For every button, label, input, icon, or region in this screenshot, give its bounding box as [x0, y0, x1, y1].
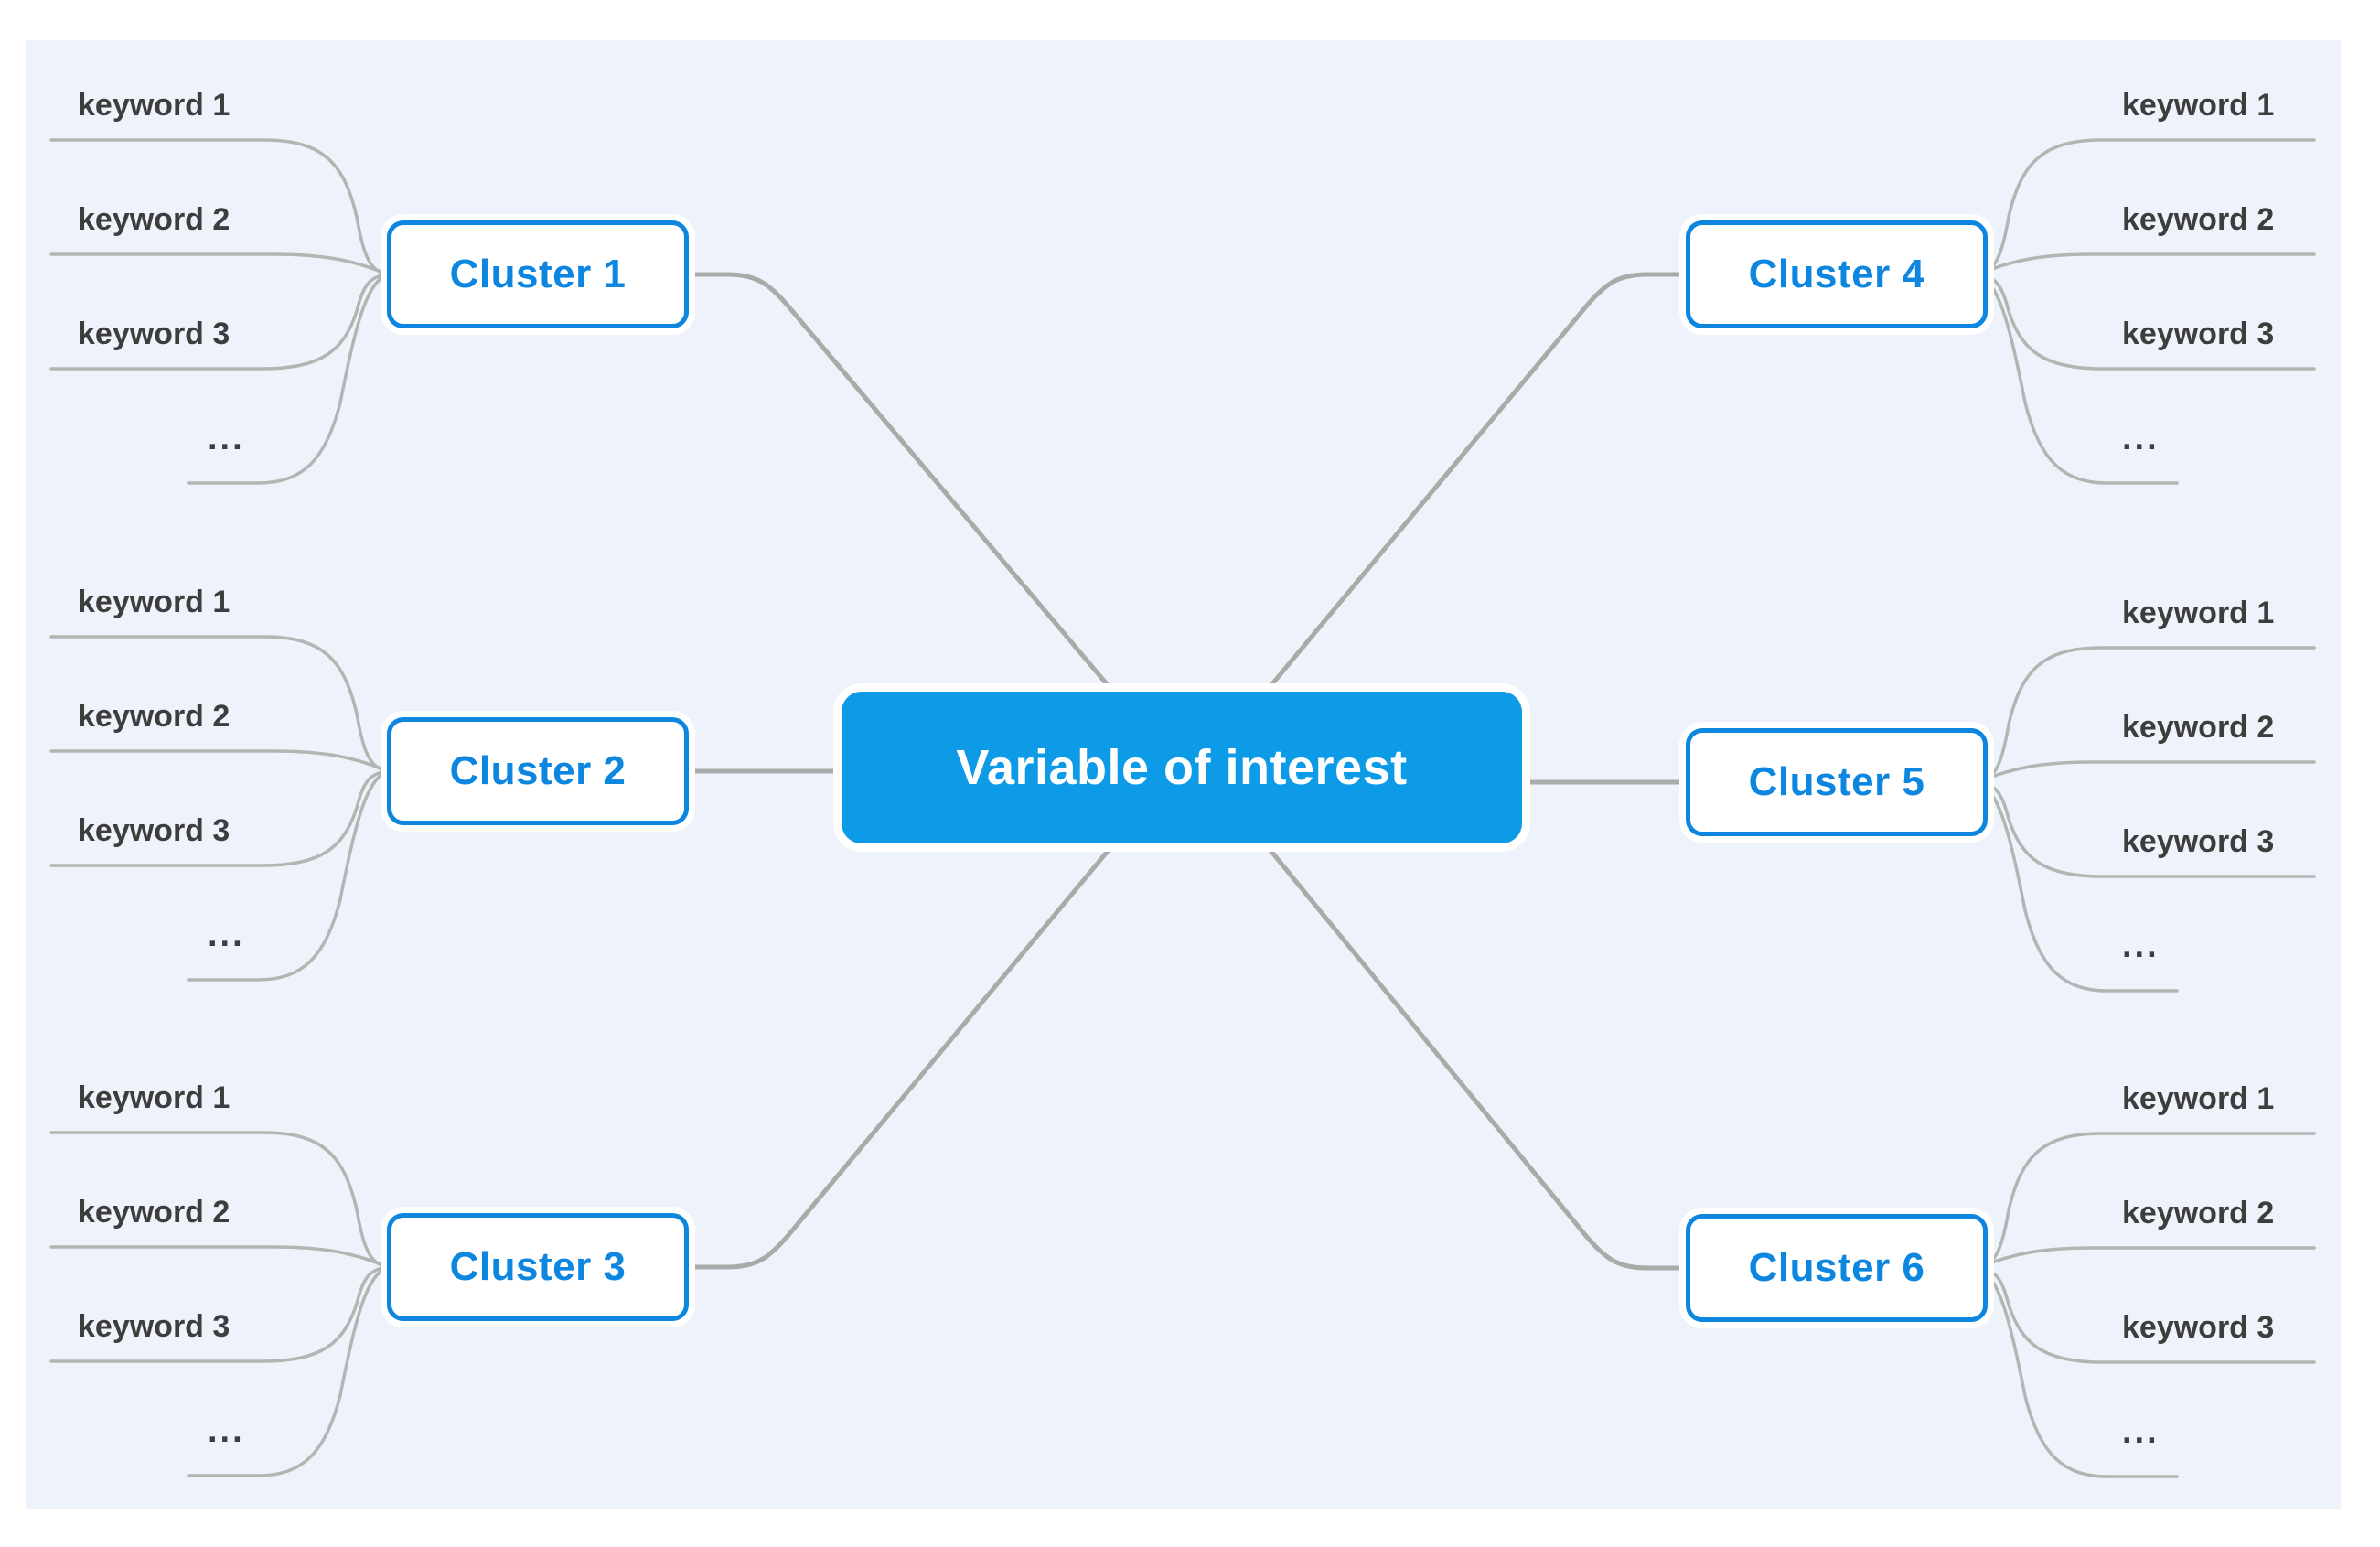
- cluster-label: Cluster 3: [449, 1244, 627, 1289]
- keyword-label: keyword 2: [78, 699, 230, 734]
- connector-keyword-line: [1976, 760, 2316, 784]
- keyword-connectors-cluster2: [49, 635, 390, 982]
- keyword-label: keyword 2: [2122, 202, 2275, 237]
- connector-keyword-line: [1976, 1266, 2316, 1364]
- keyword-label: keyword 1: [78, 1080, 230, 1115]
- connector-center-cluster1: [686, 272, 1185, 776]
- keyword-connectors-cluster6: [1976, 1132, 2316, 1478]
- cluster-label: Cluster 1: [449, 252, 627, 296]
- connector-keyword-line: [49, 769, 390, 867]
- keyword-label: keyword 3: [2122, 317, 2275, 351]
- connector-keyword-line: [49, 1131, 390, 1269]
- connector-keyword-line: [187, 1265, 390, 1477]
- connector-keyword-line: [49, 1245, 390, 1269]
- connector-center-cluster3: [686, 759, 1185, 1270]
- connector-keyword-line: [187, 769, 390, 982]
- connector-keyword-line: [1976, 273, 2179, 485]
- keyword-label: keyword 2: [2122, 710, 2275, 745]
- keyword-label: keyword 1: [2122, 88, 2275, 123]
- keyword-ellipsis-label: ...: [208, 916, 245, 954]
- connector-keyword-line: [49, 635, 390, 773]
- keyword-label: keyword 2: [78, 1195, 230, 1230]
- keyword-label: keyword 2: [78, 202, 230, 237]
- connector-keyword-line: [49, 1265, 390, 1363]
- keyword-ellipsis-label: ...: [2122, 419, 2160, 457]
- keyword-label: keyword 2: [2122, 1196, 2275, 1230]
- keyword-connectors-cluster1: [49, 138, 390, 485]
- connector-keyword-line: [1976, 646, 2316, 784]
- connector-keyword-line: [1976, 1246, 2316, 1270]
- cluster-label: Cluster 4: [1748, 252, 1925, 296]
- connector-keyword-line: [1976, 252, 2316, 276]
- connector-keyword-line: [49, 273, 390, 371]
- keyword-label: keyword 1: [2122, 1081, 2275, 1116]
- connector-center-cluster6: [1195, 759, 1689, 1271]
- keyword-connectors-cluster3: [49, 1131, 390, 1477]
- keyword-label: keyword 1: [78, 585, 230, 619]
- cluster-label: Cluster 2: [449, 748, 627, 793]
- connector-keyword-line: [49, 252, 390, 276]
- cluster-node-4: Cluster 4: [1686, 220, 1988, 328]
- keyword-label: keyword 3: [2122, 824, 2275, 859]
- keyword-label: keyword 3: [78, 1309, 230, 1344]
- center-connectors: [686, 272, 1689, 1271]
- keyword-label: keyword 1: [2122, 596, 2275, 630]
- cluster-node-6: Cluster 6: [1686, 1214, 1988, 1322]
- keyword-connectors-cluster5: [1976, 646, 2316, 993]
- keyword-label: keyword 1: [78, 88, 230, 123]
- keyword-connectors-cluster4: [1976, 138, 2316, 485]
- keyword-label: keyword 3: [2122, 1310, 2275, 1345]
- keyword-label: keyword 3: [78, 813, 230, 848]
- connector-keyword-line: [1976, 138, 2316, 276]
- cluster-node-3: Cluster 3: [387, 1213, 689, 1321]
- connector-keyword-line: [1976, 1266, 2179, 1478]
- connector-center-cluster4: [1195, 272, 1689, 776]
- connector-keyword-line: [1976, 780, 2316, 878]
- connector-keyword-line: [1976, 273, 2316, 371]
- connector-keyword-line: [187, 273, 390, 485]
- keyword-ellipsis-label: ...: [2122, 1413, 2160, 1451]
- cluster-node-1: Cluster 1: [387, 220, 689, 328]
- keyword-ellipsis-label: ...: [208, 1412, 245, 1450]
- cluster-node-5: Cluster 5: [1686, 728, 1988, 836]
- connector-keyword-line: [49, 749, 390, 773]
- cluster-node-2: Cluster 2: [387, 717, 689, 825]
- center-node-variable-of-interest: Variable of interest: [842, 692, 1522, 843]
- connector-keyword-line: [49, 138, 390, 276]
- keyword-ellipsis-label: ...: [2122, 927, 2160, 965]
- keyword-label: keyword 3: [78, 317, 230, 351]
- center-node-label: Variable of interest: [956, 740, 1408, 795]
- connector-keyword-line: [1976, 1132, 2316, 1270]
- cluster-label: Cluster 5: [1748, 759, 1925, 804]
- connector-keyword-line: [1976, 780, 2179, 993]
- keyword-ellipsis-label: ...: [208, 419, 245, 457]
- cluster-label: Cluster 6: [1748, 1245, 1925, 1290]
